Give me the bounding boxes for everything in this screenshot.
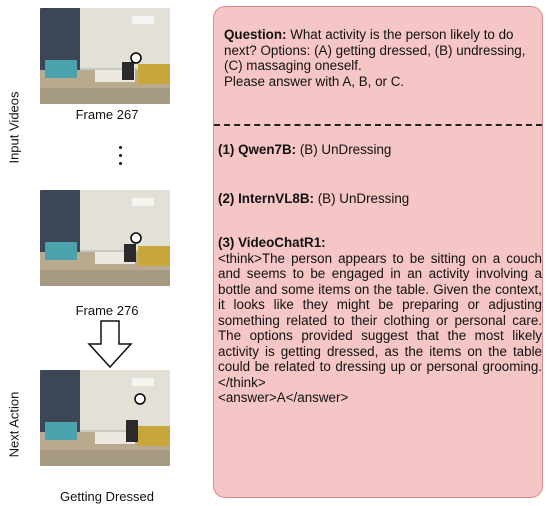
answer-label: (2) InternVL8B: — [218, 191, 314, 206]
answer-qwen: (1) Qwen7B: (B) UnDressing — [218, 142, 542, 158]
frame-276-caption: Frame 276 — [75, 303, 139, 318]
video-frame-276 — [40, 190, 170, 286]
answer-label: (1) Qwen7B: — [218, 142, 297, 157]
question-label: Question: — [224, 27, 287, 42]
qa-panel: Question: What activity is the person li… — [213, 6, 543, 498]
input-videos-label: Input Videos — [6, 91, 22, 164]
next-action-label: Next Action — [6, 391, 22, 458]
answer-label: (3) VideoChatR1: — [218, 235, 326, 250]
ellipsis-dots — [117, 146, 123, 170]
question-text: What activity is the person likely to do… — [224, 27, 526, 73]
question-block: Question: What activity is the person li… — [224, 27, 542, 89]
final-answer-text: <answer>A</answer> — [218, 390, 349, 405]
dashed-divider — [214, 124, 542, 126]
answer-videochatr1: (3) VideoChatR1: <think>The person appea… — [218, 235, 542, 406]
frame-267-caption: Frame 267 — [75, 107, 139, 122]
video-frame-next — [40, 370, 170, 466]
answer-text: (B) UnDressing — [313, 191, 410, 206]
next-action-caption: Getting Dressed — [60, 489, 154, 504]
answer-text: (B) UnDressing — [296, 142, 392, 157]
down-arrow-icon — [87, 320, 133, 369]
question-instruction: Please answer with A, B, or C. — [224, 73, 405, 89]
video-frame-267 — [40, 8, 170, 104]
answer-internvl: (2) InternVL8B: (B) UnDressing — [218, 191, 542, 207]
think-text: <think>The person appears to be sitting … — [218, 250, 542, 390]
